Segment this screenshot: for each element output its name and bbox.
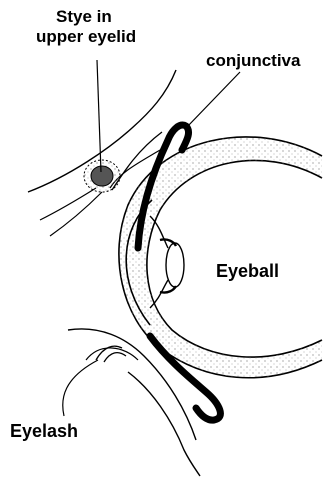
eyeball-outer-outline: [119, 137, 322, 378]
lower-eyelid-inner: [128, 372, 200, 476]
eyeball-label: Eyeball: [216, 262, 279, 280]
conjunctiva-label: conjunctiva: [206, 52, 300, 70]
lens: [166, 243, 184, 287]
lower-eyelash-1: [104, 353, 126, 362]
stye-label-line-2: upper eyelid: [36, 28, 136, 46]
stye: [91, 166, 113, 186]
conjunctiva-pointer-line: [186, 72, 240, 128]
upper-eyelash-2: [50, 192, 102, 236]
upper-eyelash-1: [40, 188, 96, 220]
eyelash-pointer-line: [63, 360, 98, 416]
stye-label-line-1: Stye in: [56, 8, 112, 26]
eyelash-label: Eyelash: [10, 422, 78, 440]
